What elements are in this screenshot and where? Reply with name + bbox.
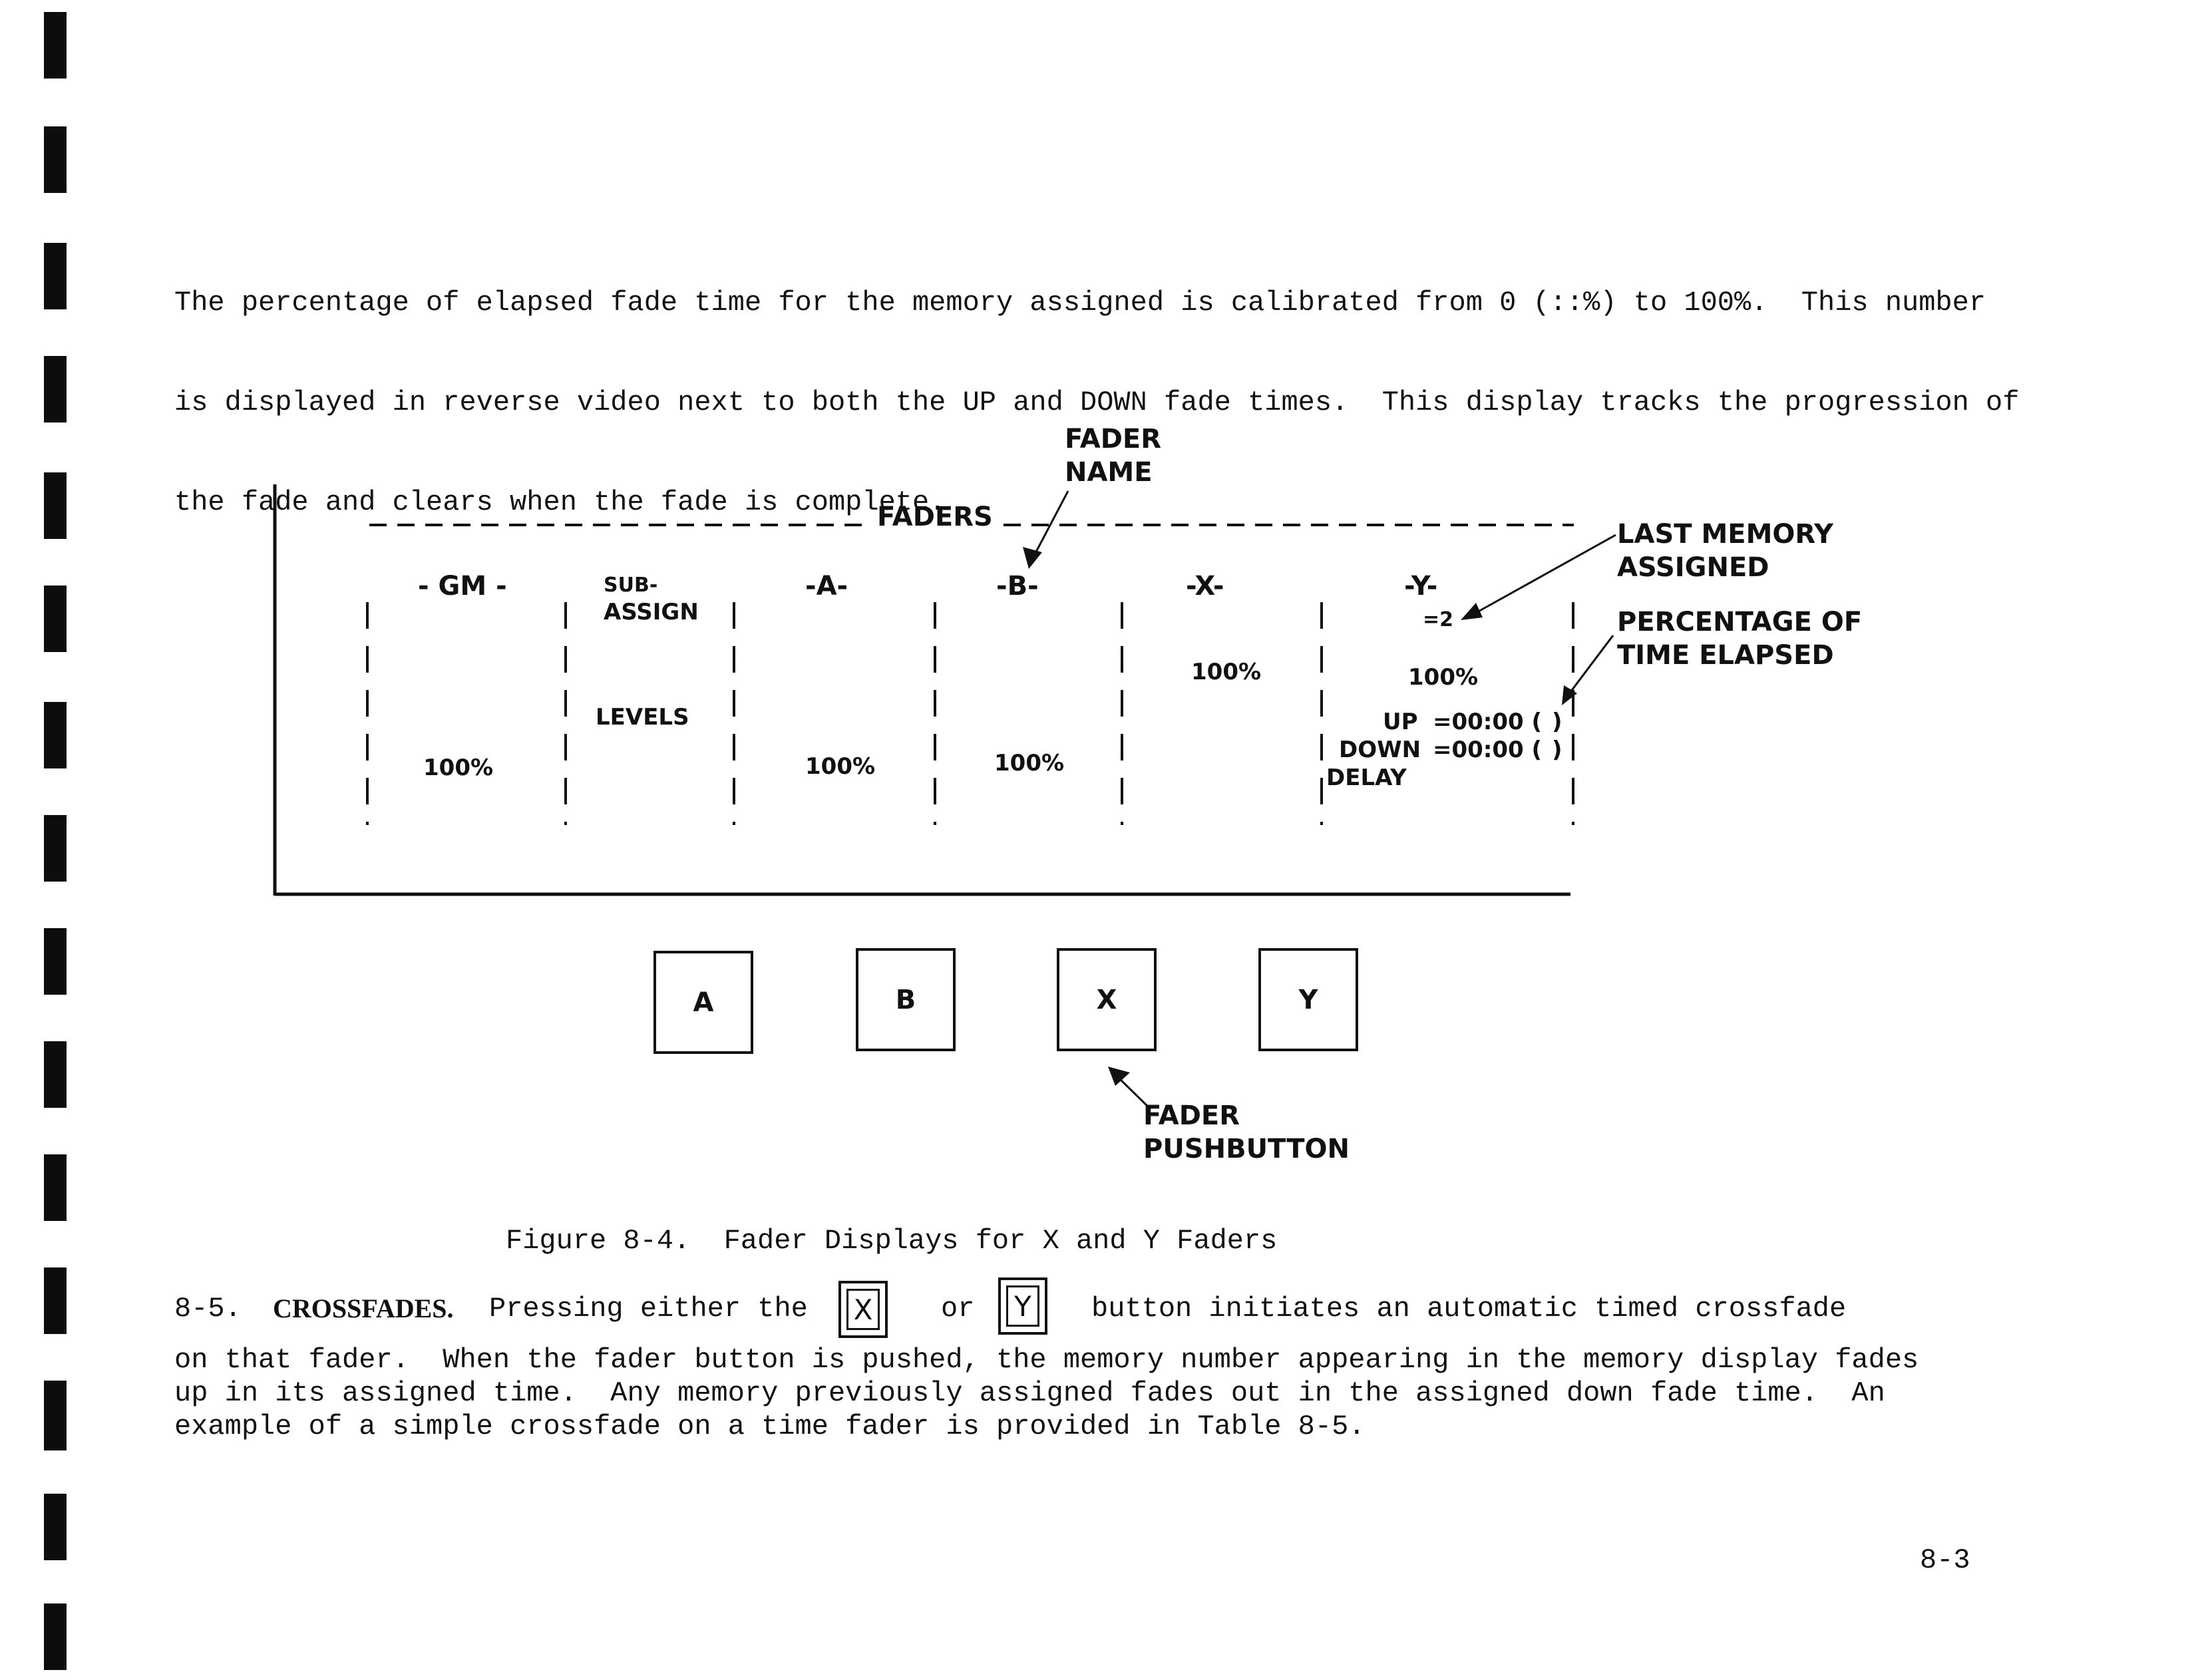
binder-mark [44, 1603, 67, 1670]
column-sub-name: SUB- ASSIGN [604, 572, 699, 625]
column-sub-levels: LEVELS [596, 704, 689, 731]
last-memory-arrowhead [1461, 603, 1483, 620]
callout-line: TIME ELAPSED [1617, 640, 1834, 671]
callout-line: ASSIGNED [1617, 552, 1769, 583]
binder-mark [44, 356, 67, 422]
column-y-down-close: ) [1552, 737, 1562, 763]
binder-mark [44, 1041, 67, 1108]
callout-line: PERCENTAGE OF [1617, 607, 1863, 637]
column-b-name: -B- [996, 571, 1039, 601]
column-y-delay-label: DELAY [1326, 764, 1407, 791]
fader-pushbutton-y[interactable]: Y [1258, 948, 1358, 1051]
key-y-icon: Y [998, 1277, 1047, 1335]
callout-line: LAST MEMORY [1617, 519, 1833, 550]
column-sub-line: SUB- [604, 574, 658, 597]
column-y-down-time: =00:00 ( [1433, 737, 1543, 763]
binder-mark [44, 586, 67, 652]
intro-paragraph: The percentage of elapsed fade time for … [174, 220, 2038, 552]
column-sub-line: ASSIGN [604, 599, 699, 625]
column-y-up-close: ) [1552, 709, 1562, 735]
callout-pushbutton: FADER PUSHBUTTON [1143, 1099, 1350, 1166]
key-x-label: X [846, 1289, 880, 1330]
column-x-level: 100% [1191, 659, 1262, 685]
section-number: 8-5. [174, 1293, 242, 1325]
column-gm-level: 100% [423, 755, 494, 781]
fader-pushbutton-x[interactable]: X [1057, 948, 1157, 1051]
percentage-arrowhead [1562, 685, 1577, 705]
column-y-level: 100% [1408, 664, 1479, 691]
last-memory-arrow [1475, 534, 1616, 614]
binder-mark [44, 126, 67, 193]
section-line1-start: Pressing either the [489, 1293, 808, 1325]
figure-caption: Figure 8-4. Fader Displays for X and Y F… [506, 1225, 1278, 1257]
intro-line: is displayed in reverse video next to bo… [174, 387, 2020, 419]
fader-pushbutton-b[interactable]: B [856, 948, 956, 1051]
binder-mark [44, 1154, 67, 1221]
key-y-label: Y [1006, 1285, 1039, 1327]
section-line: up in its assigned time. Any memory prev… [174, 1377, 1885, 1409]
binder-mark [44, 1381, 67, 1450]
column-y-memory: =2 [1423, 608, 1454, 631]
faders-header: FADERS [877, 502, 993, 532]
pushbutton-arrow [1117, 1076, 1152, 1110]
binder-mark [44, 243, 67, 309]
fader-name-arrow [1033, 490, 1069, 556]
callout-line: PUSHBUTTON [1143, 1134, 1350, 1164]
callout-percentage: PERCENTAGE OF TIME ELAPSED [1617, 605, 1862, 672]
callout-line: FADER [1143, 1100, 1240, 1131]
fader-pushbutton-a[interactable]: A [653, 951, 753, 1054]
section-line1-end: button initiates an automatic timed cros… [1091, 1293, 1847, 1325]
percentage-arrow [1569, 635, 1614, 693]
binder-mark [44, 1494, 67, 1560]
binder-mark [44, 12, 67, 79]
pushbutton-arrowhead [1108, 1067, 1130, 1086]
binder-mark [44, 928, 67, 995]
callout-line: NAME [1065, 457, 1153, 488]
section-title: CROSSFADES. [273, 1293, 454, 1323]
page-number: 8-3 [1920, 1544, 1970, 1576]
column-gm-name: - GM - [418, 571, 507, 601]
binder-mark [44, 815, 67, 882]
column-b-level: 100% [994, 750, 1065, 776]
callout-line: FADER [1065, 424, 1162, 454]
column-a-name: -A- [805, 571, 848, 601]
column-x-name: -X- [1186, 571, 1224, 601]
column-y-up-time: =00:00 ( [1433, 709, 1543, 735]
column-y-up-label: UP [1383, 709, 1418, 735]
column-y-name: -Y- [1404, 571, 1438, 601]
section-line1-or: or [941, 1293, 975, 1325]
key-x-icon: X [838, 1281, 888, 1338]
section-line: example of a simple crossfade on a time … [174, 1411, 1366, 1442]
intro-line: the fade and clears when the fade is com… [174, 486, 946, 518]
column-y-down-label: DOWN [1339, 737, 1421, 763]
intro-line: The percentage of elapsed fade time for … [174, 287, 1986, 319]
section-line: on that fader. When the fader button is … [174, 1344, 1919, 1376]
binder-mark [44, 702, 67, 768]
callout-last-memory: LAST MEMORY ASSIGNED [1617, 518, 1833, 584]
binder-mark [44, 472, 67, 539]
binder-mark [44, 1267, 67, 1334]
column-a-level: 100% [805, 753, 876, 780]
fader-name-arrowhead [1023, 547, 1042, 569]
callout-fader-name: FADER NAME [1065, 422, 1161, 489]
